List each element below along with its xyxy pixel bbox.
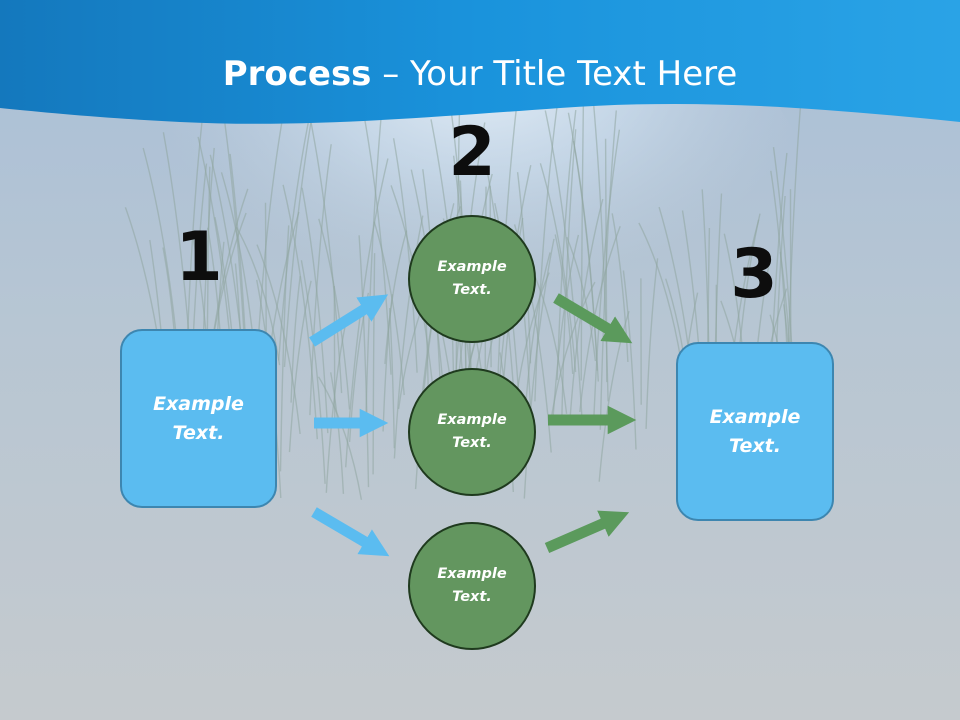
grass-blade [384,230,408,364]
grass-blade [288,280,312,453]
grass-blade [300,260,326,484]
grass-blade [533,274,568,414]
grass-blade [579,225,621,412]
grass-blade [534,103,559,402]
grass-blade [539,163,577,373]
step-number-1: 1 [175,218,223,297]
arrow-bottom-to-step3 [544,510,630,554]
step-2-circle-top: Example Text. [408,215,536,343]
grass-blade [318,218,351,410]
grass-blade [567,112,599,382]
grass-blade [770,170,789,361]
grass-blade [307,109,343,394]
arrow-step1-to-bottom [311,507,390,557]
circle-middle-label: Example Text. [437,412,507,451]
title-rest: – Your Title Text Here [371,54,738,94]
arrow-top-to-step3 [553,293,633,344]
header-band [0,0,960,124]
grass-blade [593,129,621,415]
grass-blade [282,184,318,440]
grass-blade [365,94,384,415]
grass-blade [550,281,596,422]
step-3-label: Example Text. [709,405,801,457]
step-number-3: 3 [730,235,778,314]
grass-blade [566,236,597,362]
grass-blade [599,110,617,430]
grass-blade [290,276,301,403]
step-3-box: Example Text. [676,342,834,521]
grass-blade [317,376,363,500]
grass-blade [388,308,395,449]
circle-top-label: Example Text. [437,259,507,298]
grass-blade [593,106,609,402]
slide-title: Process – Your Title Text Here [0,52,960,96]
step-1-label: Example Text. [153,392,244,444]
circle-bottom-label: Example Text. [437,566,507,605]
grass-blade [393,215,424,459]
title-bold: Process [222,54,372,94]
step-2-circle-middle: Example Text. [408,368,536,496]
step-2-circle-bottom: Example Text. [408,522,536,650]
grass-blade [561,129,577,417]
grass-blade [552,234,580,418]
grass-blade [372,253,376,475]
step-1-box: Example Text. [120,329,277,508]
grass-blade [279,225,290,472]
step-number-2: 2 [448,113,496,192]
grass-blade [392,138,418,373]
grass-blade [333,285,336,427]
grass-blade [569,198,604,421]
grass-blade [544,110,583,416]
arrow-step1-to-top [309,294,389,347]
grass-blade [358,235,370,488]
grass-blade [301,187,329,434]
grass-blade [645,258,659,429]
grass-blade [554,234,574,374]
